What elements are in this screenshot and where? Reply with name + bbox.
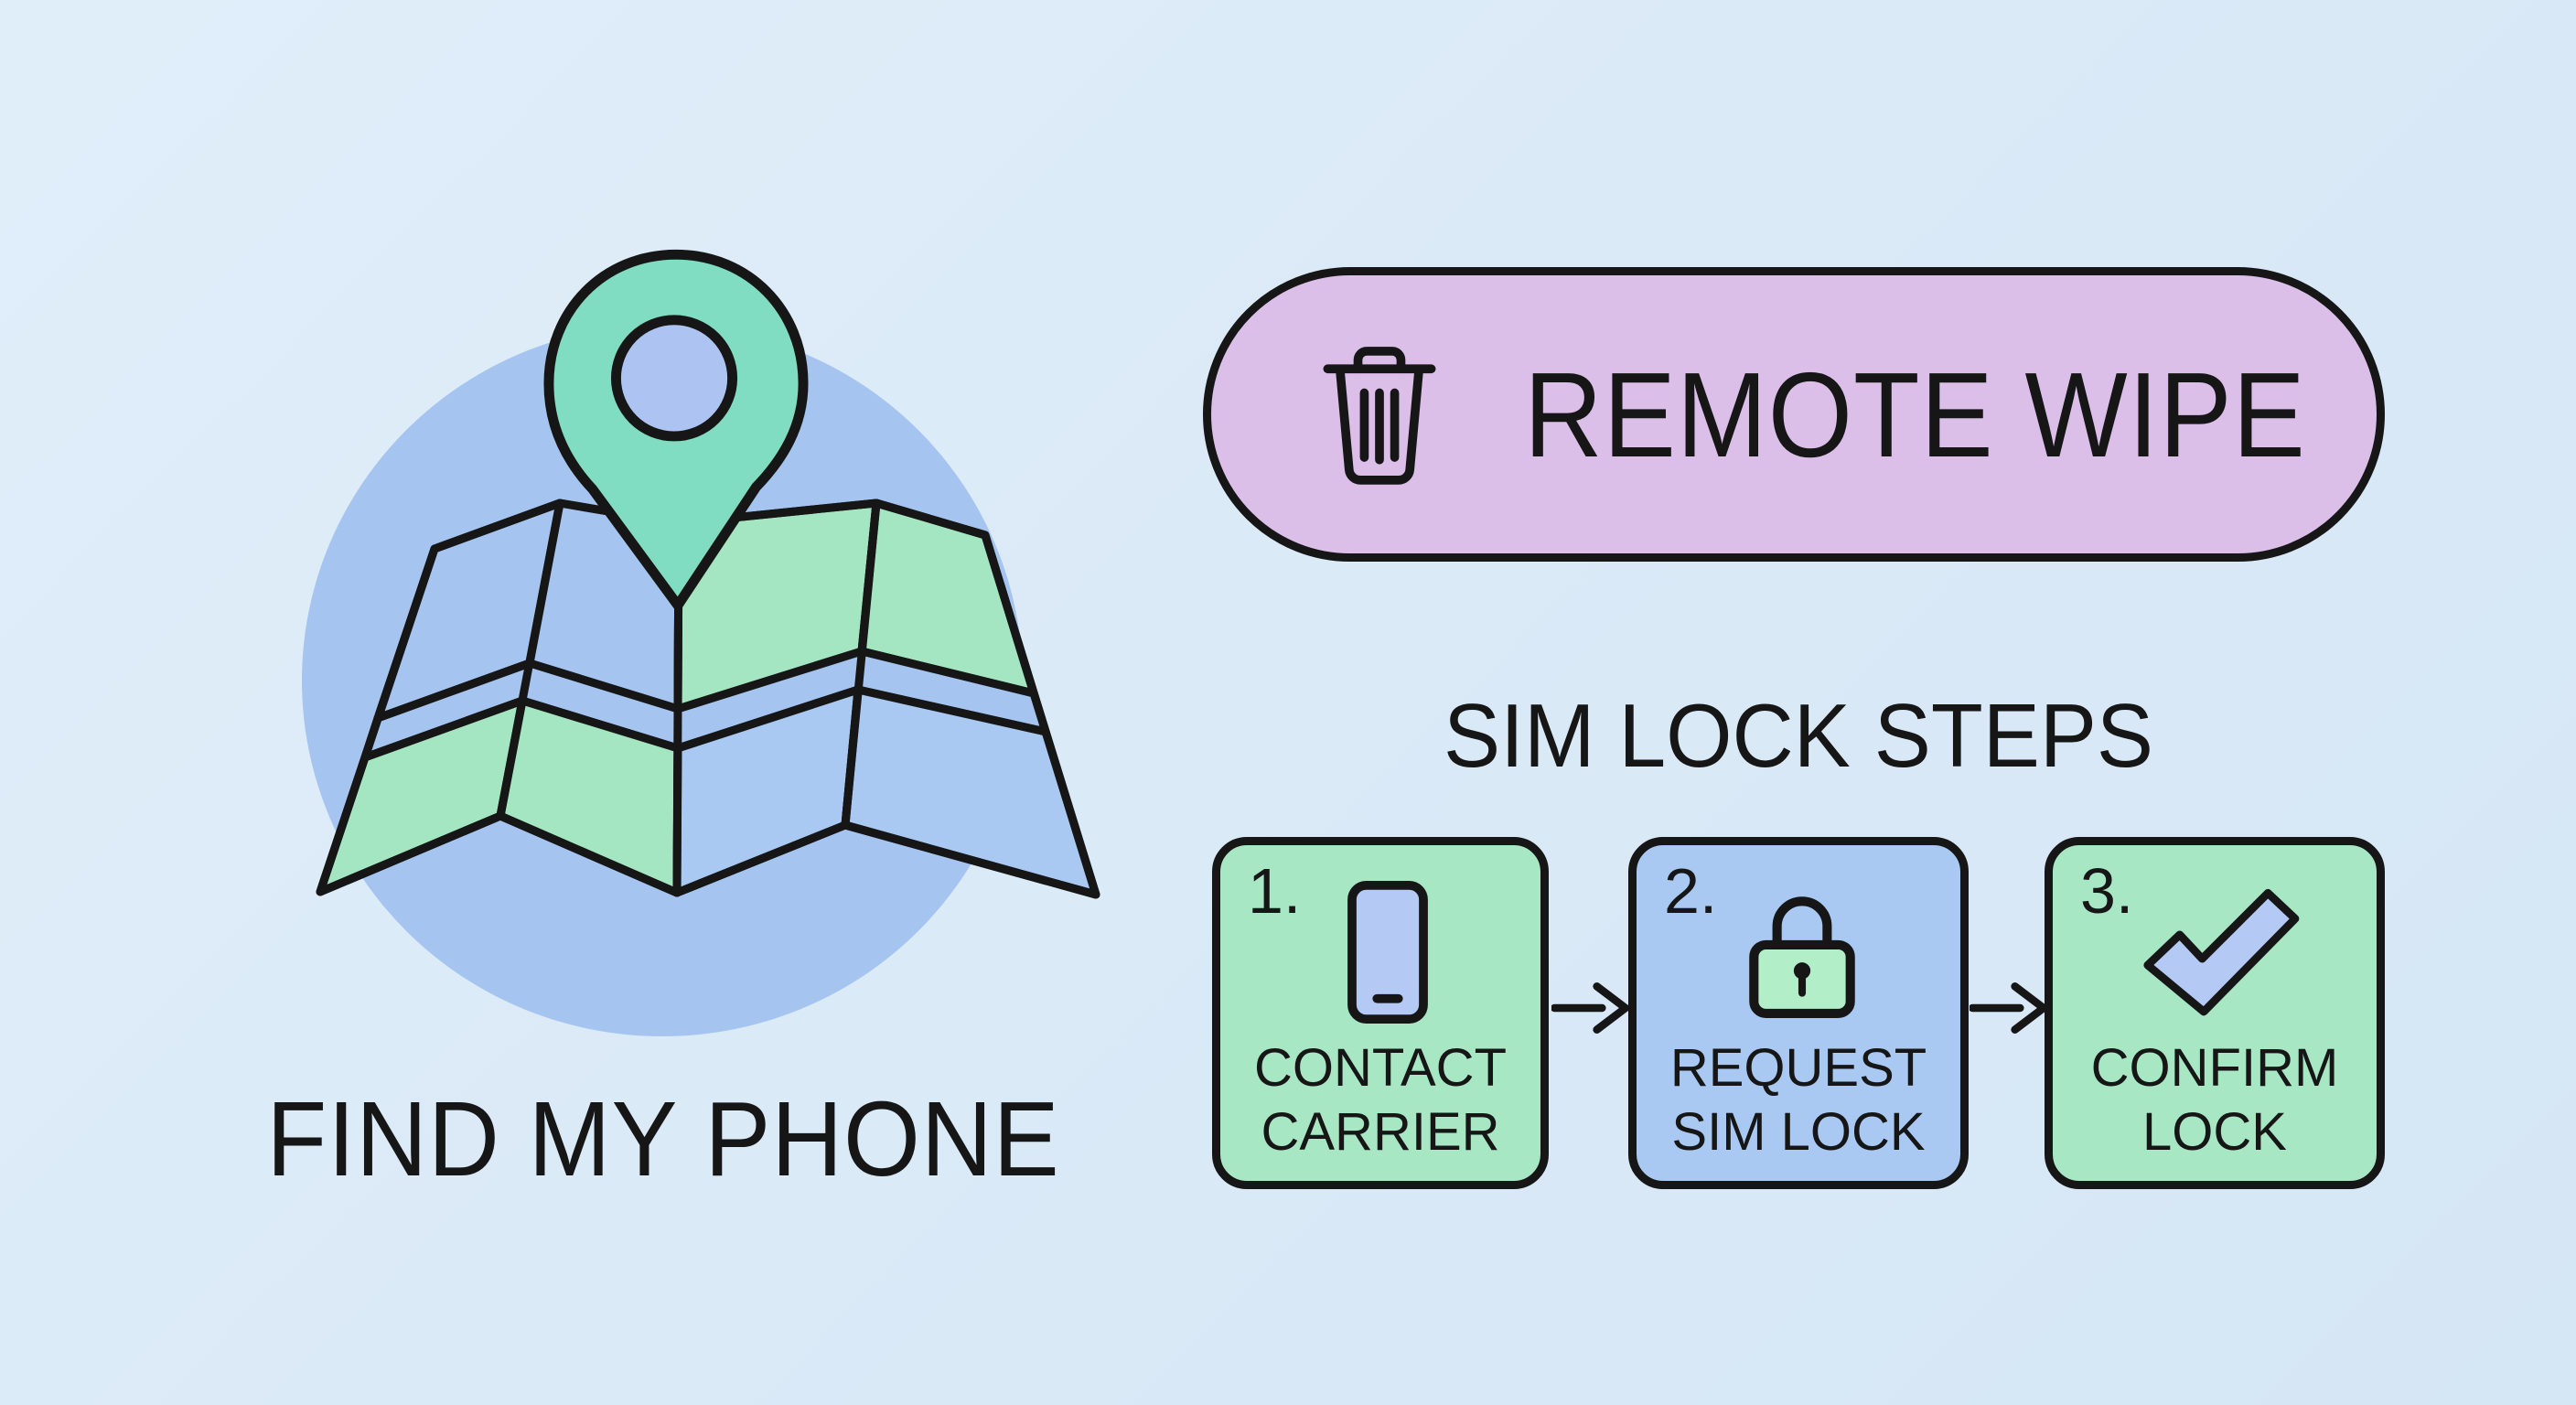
map-icon [316, 499, 1100, 899]
remote-wipe-button[interactable]: REMOTE WIPE [1203, 267, 2385, 562]
arrow-right-icon [1970, 982, 2048, 1034]
step-number: 1. [1248, 855, 1302, 927]
find-my-phone-label: FIND MY PHONE [266, 1079, 1060, 1198]
padlock-icon [1749, 896, 1855, 1018]
checkmark-icon [2143, 888, 2300, 1016]
step-number: 2. [1664, 855, 1718, 927]
step-label: REQUEST SIM LOCK [1669, 1038, 1927, 1162]
trash-icon [1323, 347, 1436, 485]
sim-lock-steps-heading: SIM LOCK STEPS [1443, 685, 2154, 786]
arrow-right-icon [1551, 982, 1630, 1034]
step-request-sim-lock: 2. REQUEST SIM LOCK [1628, 837, 1969, 1189]
location-pin-icon [543, 249, 809, 611]
step-label: CONFIRM LOCK [2090, 1038, 2339, 1162]
step-confirm-lock: 3. CONFIRM LOCK [2045, 837, 2385, 1189]
step-number: 3. [2080, 855, 2134, 927]
step-contact-carrier: 1. CONTACT CARRIER [1212, 837, 1549, 1189]
smartphone-icon [1347, 880, 1428, 1024]
step-label: CONTACT CARRIER [1253, 1038, 1507, 1162]
remote-wipe-label: REMOTE WIPE [1524, 347, 2306, 482]
